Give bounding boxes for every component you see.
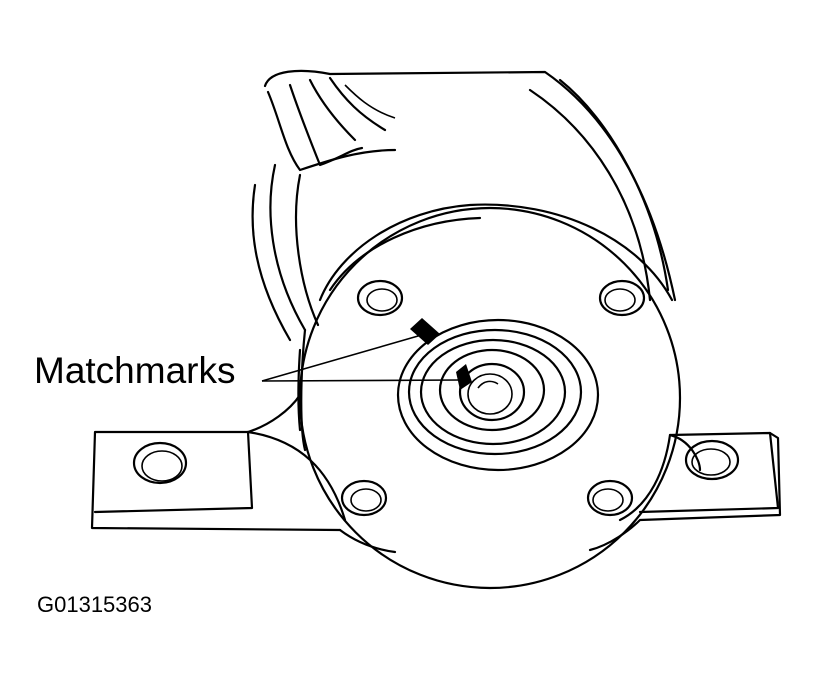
- callout-leader-lines: [261, 333, 461, 382]
- flange-bolt-hole-top-right: [598, 279, 646, 317]
- bracket-bolt-hole-left: [132, 441, 188, 485]
- matchmarks-label: Matchmarks: [34, 350, 236, 391]
- matchmark-flange: [410, 318, 440, 345]
- companion-flange: [297, 203, 682, 590]
- flange-bolt-hole-bottom-left: [340, 479, 388, 517]
- flange-hub: [396, 318, 600, 472]
- flange-bolt-hole-top-left: [356, 279, 404, 317]
- mounting-bracket: [90, 393, 782, 554]
- bracket-bolt-hole-right: [684, 439, 740, 481]
- figure-id-label: G01315363: [37, 592, 152, 617]
- matchmark-shaft: [456, 364, 472, 390]
- flange-bolt-hole-bottom-right: [586, 479, 634, 517]
